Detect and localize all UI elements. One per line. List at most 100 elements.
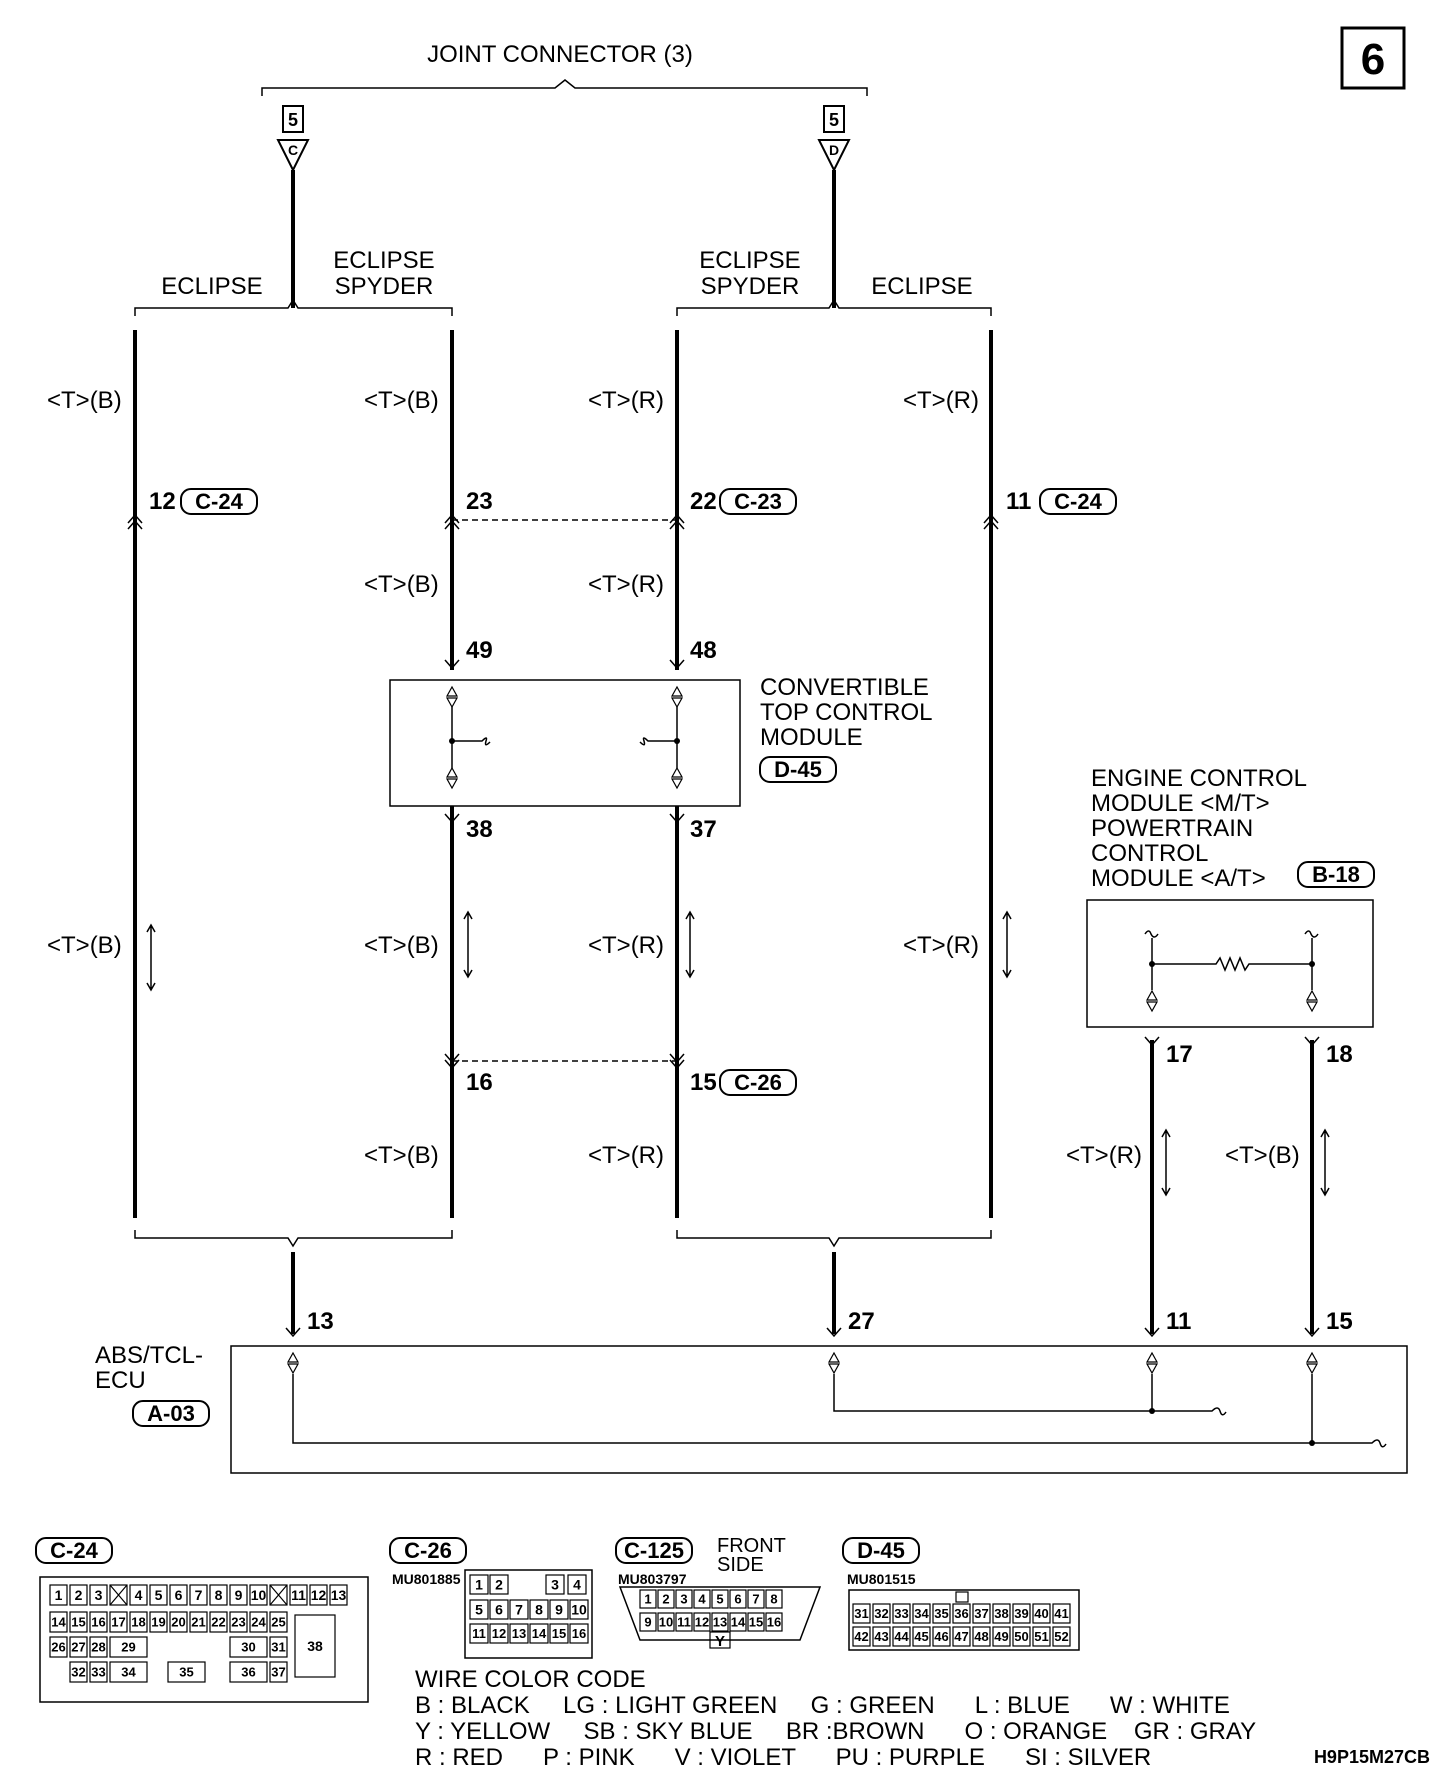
joint-code-right: 5	[829, 110, 839, 130]
pin-number: 25	[271, 1615, 285, 1630]
pin-number: 7	[515, 1602, 523, 1618]
pin-number: 12	[492, 1626, 506, 1641]
pin-cell	[1032, 1626, 1051, 1647]
ecm-terminal-17-icon	[1145, 989, 1159, 1013]
connector-a03: A-03	[147, 1401, 195, 1426]
pin-cell	[209, 1611, 228, 1633]
pin-cell	[269, 1611, 288, 1633]
pin-number: 36	[954, 1606, 968, 1621]
pin-number: 10	[251, 1587, 267, 1603]
connector-tag-c23	[719, 488, 797, 515]
pin-number: 31	[271, 1640, 285, 1655]
terminal-13-icon	[285, 1327, 301, 1338]
pin-cell	[892, 1626, 911, 1647]
pin-cell	[329, 1584, 348, 1606]
pin-cell	[529, 1623, 549, 1644]
pin-23: 23	[466, 488, 493, 515]
pin-cell	[972, 1603, 991, 1624]
pin-number: 51	[1034, 1629, 1048, 1644]
pin-number: 20	[171, 1615, 185, 1630]
bracket-top-left	[134, 298, 453, 316]
pin-cell	[1012, 1603, 1031, 1624]
pin-cell	[469, 1574, 489, 1595]
pin-cell	[912, 1626, 931, 1647]
cm-terminal-37-icon	[670, 766, 684, 790]
wire-label-c2-r2: <T>(B)	[364, 571, 439, 598]
pin-number: 37	[271, 1665, 285, 1680]
pin-cell	[89, 1611, 108, 1633]
connector-tag-b18	[1297, 861, 1375, 888]
pin-number: 5	[475, 1602, 483, 1618]
pin-cell	[309, 1584, 328, 1606]
pin-cell	[545, 1574, 565, 1595]
pin-number: 2	[495, 1577, 503, 1593]
abs-node-15	[1309, 1440, 1315, 1446]
bracket-top-right	[676, 298, 992, 316]
pin-cell	[852, 1603, 871, 1624]
pin-cell	[109, 1584, 128, 1606]
connector-b18: B-18	[1312, 862, 1360, 887]
pin-number: 32	[71, 1665, 85, 1680]
wire-color-code-row2: Y : YELLOW SB : SKY BLUE BR :BROWN O : O…	[415, 1718, 1256, 1745]
pin-number: 15	[749, 1615, 763, 1630]
abs-node-11	[1149, 1408, 1155, 1414]
engine-module-line1: ENGINE CONTROL	[1091, 765, 1307, 792]
pin-number: 30	[241, 1640, 255, 1655]
wire-label-c3-r1: <T>(R)	[588, 387, 664, 414]
connector-c24-a: C-24	[195, 489, 243, 514]
pin-number: 26	[51, 1640, 65, 1655]
ecm-terminal-18-icon	[1305, 989, 1319, 1013]
pin-number: 23	[231, 1615, 245, 1630]
pin-number: 40	[1034, 1606, 1048, 1621]
joint-terminal-left-icon	[276, 139, 310, 173]
connector-d45: D-45	[774, 757, 822, 782]
connector-tag-d45	[759, 756, 837, 783]
pin-cell	[932, 1603, 951, 1624]
connector-view-c125: C-125	[624, 1538, 684, 1563]
junction-16-icon	[444, 1053, 460, 1070]
pin-cell	[149, 1584, 168, 1606]
engine-module-box	[1086, 899, 1374, 1028]
ecm-stub-right	[1304, 930, 1319, 938]
pin-cell	[109, 1611, 128, 1633]
pin-number: 37	[974, 1606, 988, 1621]
pin-cell	[747, 1589, 765, 1609]
pin-number: 10	[571, 1602, 587, 1618]
page-number-box	[1340, 26, 1406, 90]
pin-number: 34	[121, 1665, 136, 1680]
pin-number: 8	[215, 1587, 223, 1603]
pin-number: 14	[51, 1615, 66, 1630]
pin-number: 49	[994, 1629, 1008, 1644]
pin-cell	[1052, 1603, 1071, 1624]
joint-code-box-right	[823, 105, 845, 133]
pin-cell	[69, 1584, 88, 1606]
variant-eclipse-right: ECLIPSE	[871, 273, 972, 300]
pin-12: 12	[149, 488, 176, 515]
pin-number: 12	[695, 1615, 709, 1630]
pin-number: 43	[874, 1629, 888, 1644]
abs-term-27-icon	[827, 1351, 841, 1375]
abs-line-11	[1151, 1374, 1227, 1416]
pin-cell	[489, 1574, 509, 1595]
pin-cell	[693, 1612, 711, 1632]
variant-spyder-left-1: ECLIPSE	[333, 247, 434, 274]
convertible-module-line3: MODULE	[760, 724, 863, 751]
pin-number: 32	[874, 1606, 888, 1621]
pin-cell	[229, 1636, 268, 1658]
wire-label-c2-r3: <T>(B)	[364, 932, 439, 959]
pin-number: 6	[495, 1602, 503, 1618]
terminal-27-icon	[826, 1327, 842, 1338]
pin-cell	[189, 1584, 208, 1606]
pin-number: 11	[472, 1626, 486, 1641]
pin-number: 44	[894, 1629, 909, 1644]
pin-number: 3	[680, 1592, 687, 1607]
wire-label-c3-r2: <T>(R)	[588, 571, 664, 598]
pin-number: 15	[71, 1615, 85, 1630]
pin-number: 14	[731, 1615, 746, 1630]
pin-cell	[149, 1611, 168, 1633]
c125-part-number: MU803797	[618, 1571, 687, 1587]
connector-view-d45: D-45	[857, 1538, 905, 1563]
pin-cell	[509, 1599, 529, 1620]
front-side-line2: SIDE	[717, 1554, 764, 1576]
pin-number: 12	[311, 1587, 327, 1603]
